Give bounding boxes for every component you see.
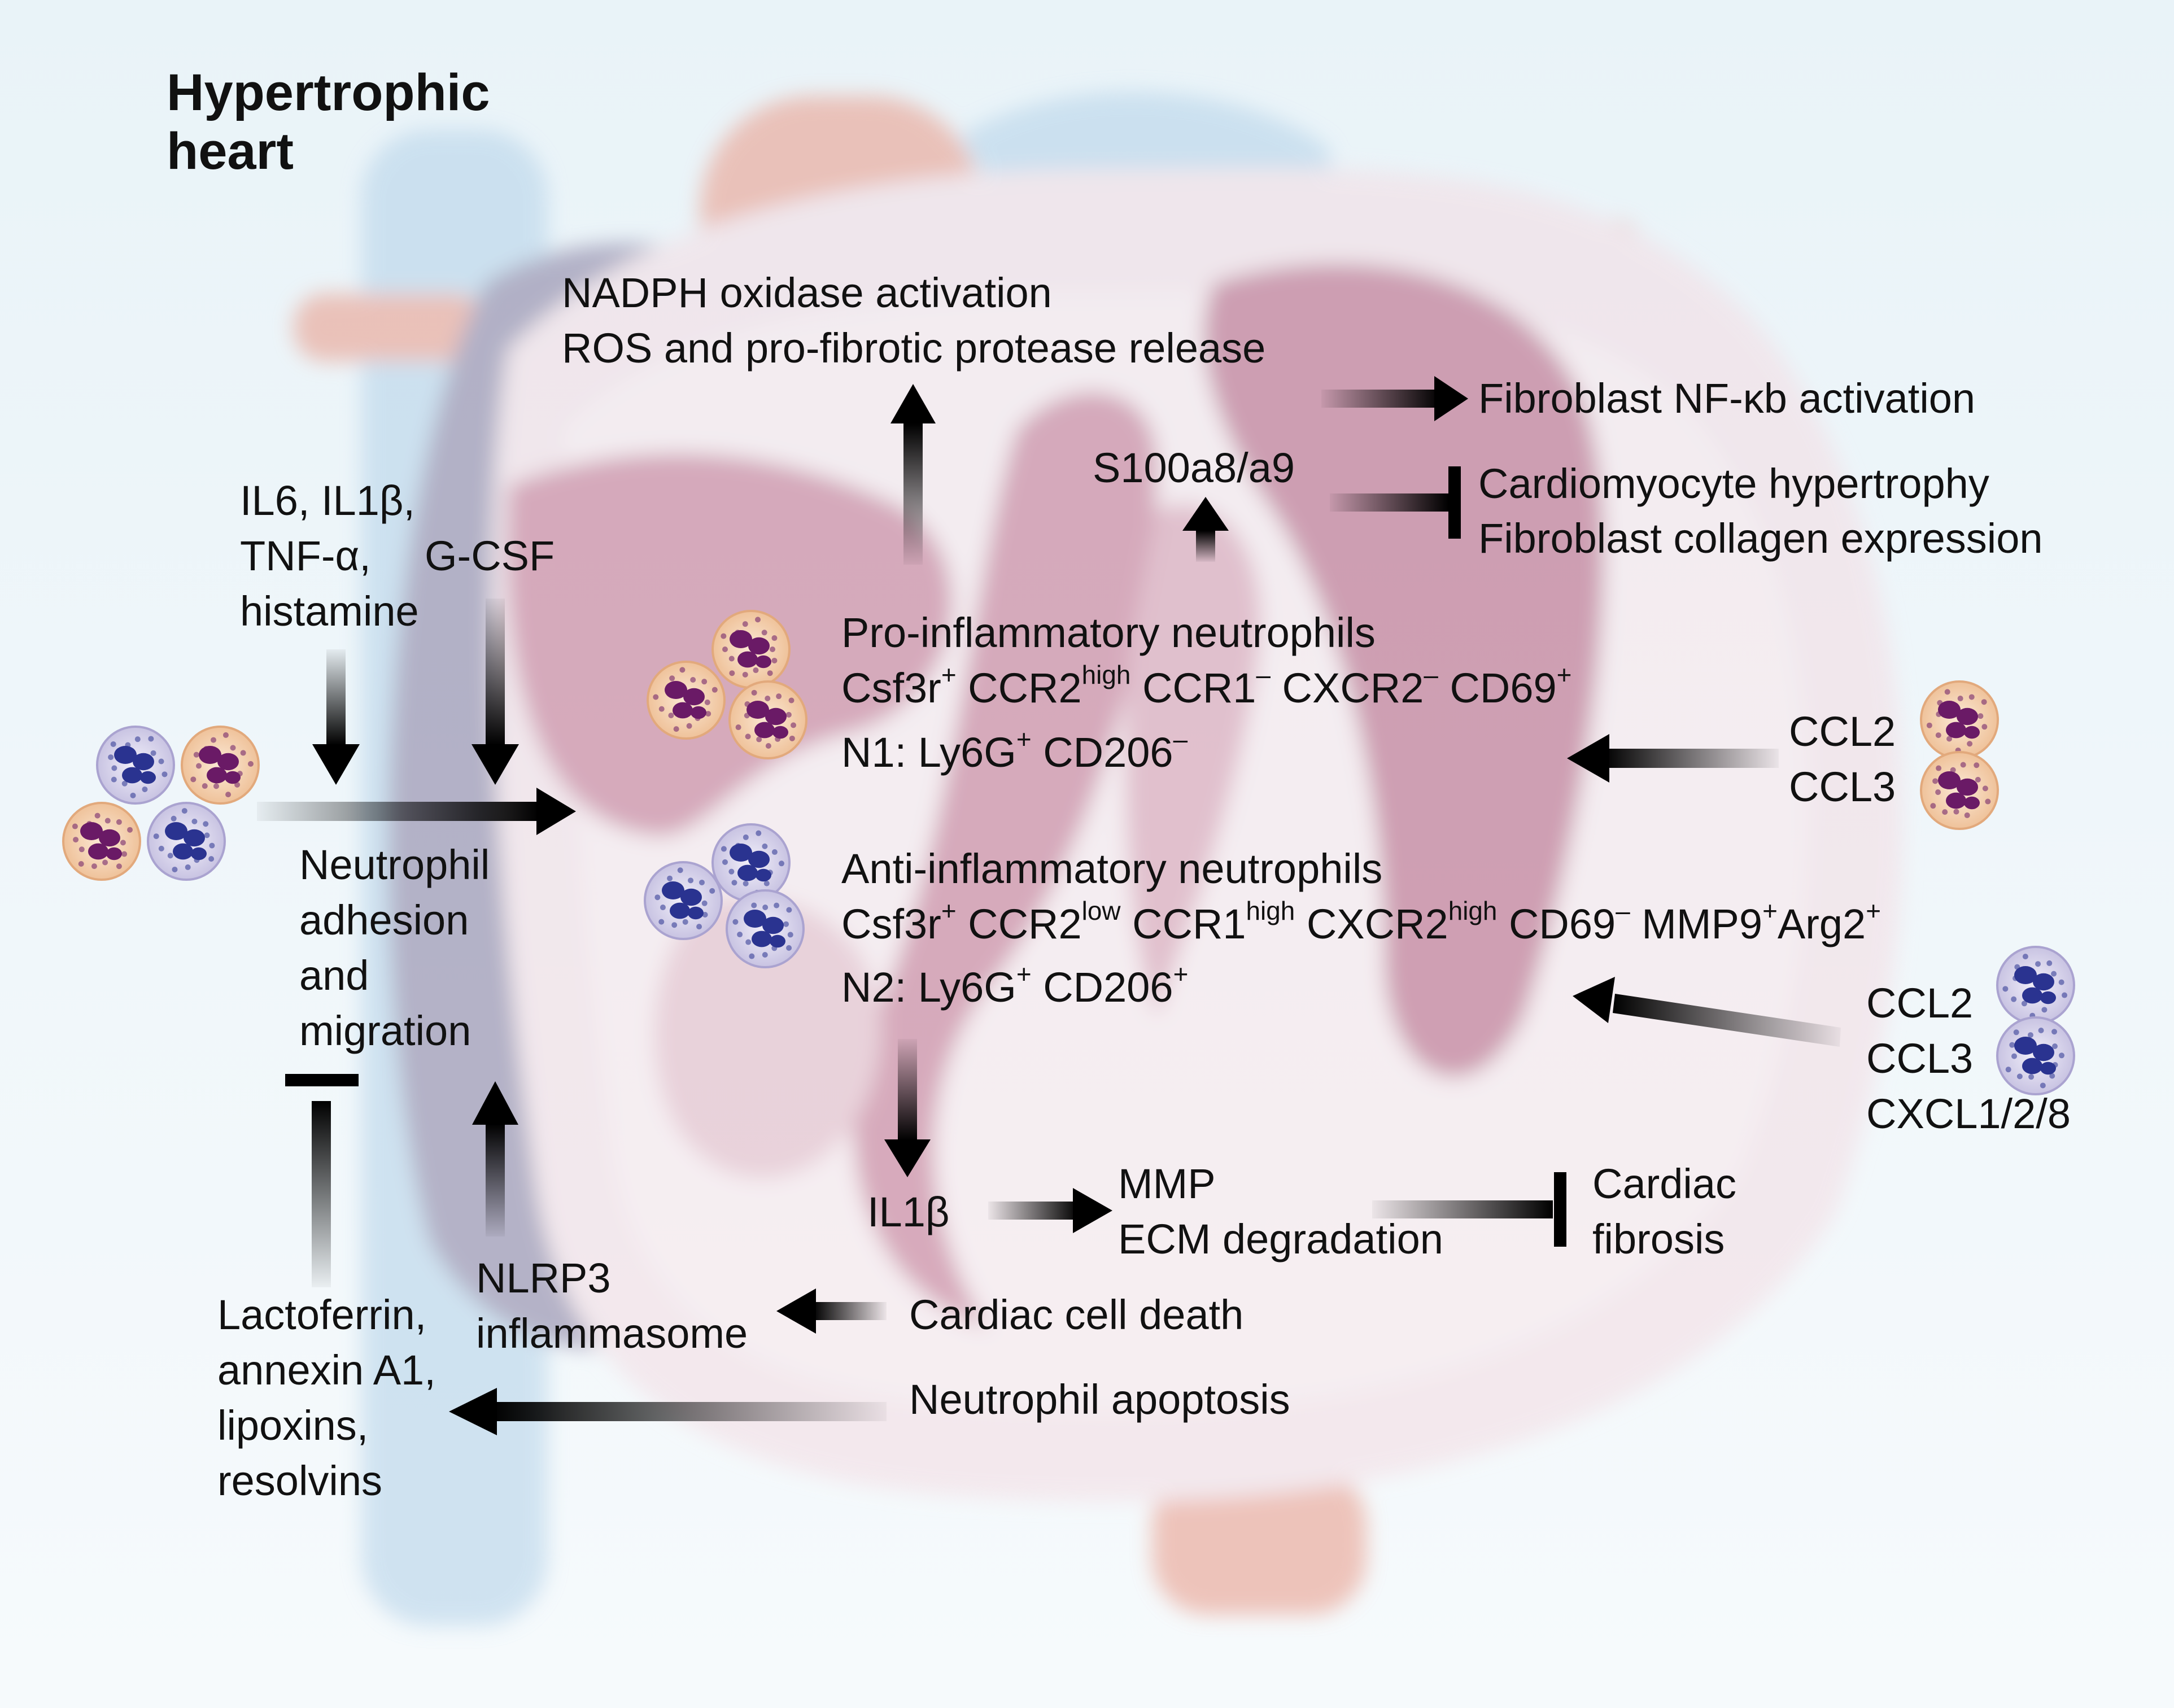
anti-inflammatory-markers: Csf3r+ CCR2low CCR1high CXCR2high CD69– … (841, 896, 1881, 947)
cardiac-cell-death-label: Cardiac cell death (909, 1291, 1244, 1338)
anti-inflammatory-neutrophil-icon (147, 802, 226, 881)
pro-inflammatory-neutrophil-icon (647, 661, 726, 740)
cardiomyocyte-hypertrophy-label: Cardiomyocyte hypertrophy (1478, 460, 1989, 507)
neutrophil-apoptosis-label: Neutrophil apoptosis (909, 1376, 1290, 1423)
s100a8a9-label: S100a8/a9 (1093, 444, 1295, 491)
pro-inflammatory-neutrophil-icon (62, 802, 141, 881)
pro-inflammatory-markers: Csf3r+ CCR2high CCR1– CXCR2– CD69+ (841, 659, 1572, 711)
fibroblast-collagen-label: Fibroblast collagen expression (1478, 515, 2043, 562)
mmp-label: MMP (1118, 1160, 1216, 1207)
nadph-label: NADPH oxidase activation (562, 269, 1052, 316)
anti-inflammatory-neutrophil-icon (726, 889, 805, 968)
anti-inflammatory-neutrophil-icon (1996, 1016, 2075, 1095)
n2-phenotype: N2: Ly6G+ CD206+ (841, 959, 1189, 1011)
ecm-degradation-label: ECM degradation (1118, 1216, 1443, 1263)
pro-inflammatory-neutrophil-icon (1920, 751, 1999, 830)
fibroblast-nfkb-label: Fibroblast NF-κb activation (1478, 375, 1976, 422)
pro-inflammatory-neutrophil-icon (711, 610, 791, 689)
anti-inflammatory-neutrophil-icon (1996, 946, 2075, 1025)
anti-inflammatory-neutrophil-icon (711, 823, 791, 902)
resolving-mediators-label: Lactoferrin,annexin A1,lipoxins,resolvin… (217, 1291, 436, 1504)
gcsf-label: G-CSF (425, 532, 555, 579)
n1-phenotype: N1: Ly6G+ CD206– (841, 724, 1188, 776)
neutrophil-cells (62, 610, 2075, 1095)
pro-inflammatory-heading: Pro-inflammatory neutrophils (841, 609, 1376, 656)
pro-inflammatory-neutrophil-icon (1920, 680, 1999, 759)
arrows (257, 376, 1841, 1435)
anti-inflammatory-neutrophil-icon (96, 726, 175, 805)
il1b-label: IL1β (867, 1189, 950, 1235)
pro-inflammatory-neutrophil-icon (728, 680, 807, 759)
anti-inflammatory-neutrophil-icon (644, 861, 723, 940)
cytokines-label: IL6, IL1β,TNF-α,histamine (240, 477, 419, 635)
ros-label: ROS and pro-fibrotic protease release (562, 325, 1266, 372)
pro-inflammatory-neutrophil-icon (181, 726, 260, 805)
anti-inflammatory-heading: Anti-inflammatory neutrophils (841, 845, 1383, 892)
